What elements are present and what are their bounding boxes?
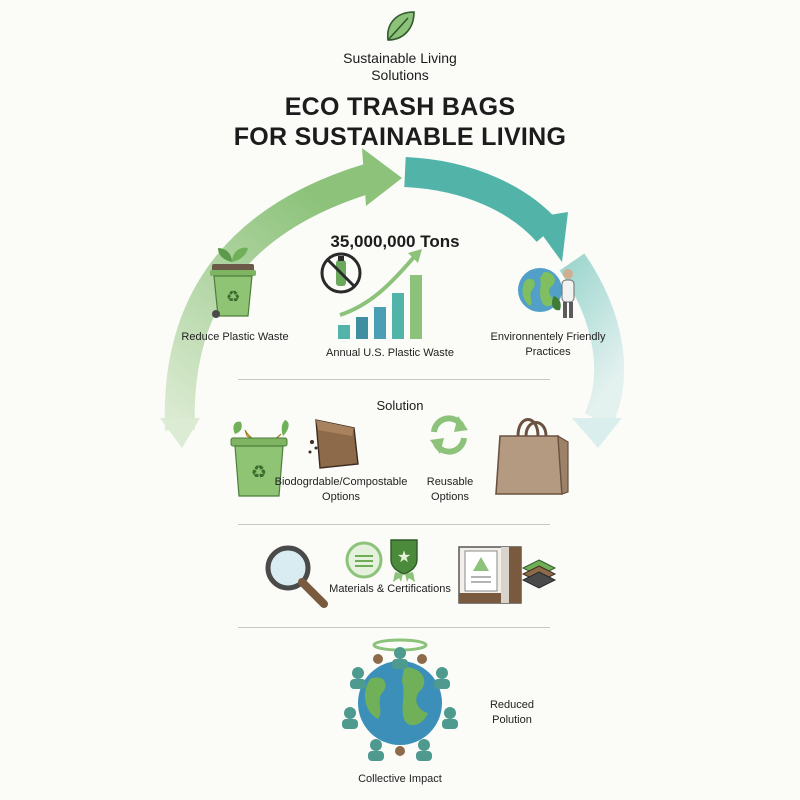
divider-3 [238, 627, 550, 628]
svg-text:★: ★ [397, 547, 411, 566]
recycled-material-box-icon [458, 546, 522, 604]
divider-1 [238, 379, 550, 380]
reusable-label-line-2: Options [431, 491, 469, 503]
no-plastic-bottle-icon [320, 252, 362, 294]
title-line-2: FOR SUSTAINABLE LIVING [233, 123, 567, 151]
recycle-arrows-icon [430, 415, 468, 455]
growth-bar-chart-icon [338, 249, 422, 339]
svg-text:♻: ♻ [226, 287, 240, 306]
certification-seal-icon [345, 541, 383, 579]
reduce-plastic-label: Reduce Plastic Waste [181, 331, 289, 343]
globe-person-icon [518, 268, 575, 318]
bio-label: Biodogrdable/Compostable Options [266, 475, 416, 505]
title-line-1: ECO TRASH BAGS [284, 93, 516, 121]
brand-line-2: Solutions [371, 67, 429, 83]
compost-bin-icon: ♻ [210, 247, 256, 318]
materials-label: Materials & Certifications [329, 583, 451, 595]
reusable-shopping-bag-icon [495, 418, 569, 495]
divider-2 [238, 524, 550, 525]
arrow-top-right [404, 157, 568, 262]
arrow-right-arc [559, 253, 625, 448]
reduced-pollution-line-2: Polution [492, 714, 532, 726]
page-title: ECO TRASH BAGS FOR SUSTAINABLE LIVING [180, 92, 620, 152]
globe-community-icon [342, 638, 458, 761]
eco-practices-line-2: Practices [525, 346, 571, 358]
reduced-pollution-label: Reduced Polution [472, 698, 552, 728]
solution-heading: Solution [376, 398, 424, 413]
brand-line-1: Sustainable Living [343, 50, 457, 66]
stat-value: 35,000,000 Tons [330, 232, 460, 251]
bio-label-line-2: Options [322, 491, 360, 503]
certification-badge-icon: ★ [390, 539, 418, 582]
stat-label: Annual U.S. Plastic Waste [326, 347, 454, 359]
reusable-label: Reusable Options [410, 475, 490, 505]
svg-text:♻: ♻ [251, 462, 267, 483]
organic-waste-bin-icon: ♻ [230, 420, 289, 497]
brand-name: Sustainable Living Solutions [300, 50, 500, 84]
eco-practices-line-1: Environnentely Friendly [490, 331, 606, 343]
compostable-bag-icon [308, 419, 359, 469]
eco-practices-label: Environnentely Friendly Practices [478, 330, 618, 360]
leaf-icon [387, 11, 415, 41]
material-layers-icon [521, 559, 557, 589]
reusable-label-line-1: Reusable [426, 476, 474, 488]
reduced-pollution-line-1: Reduced [489, 699, 535, 711]
magnifying-glass-icon [265, 545, 328, 608]
bio-label-line-1: Biodogrdable/Compostable [274, 476, 408, 488]
collective-impact-label: Collective Impact [358, 773, 442, 785]
